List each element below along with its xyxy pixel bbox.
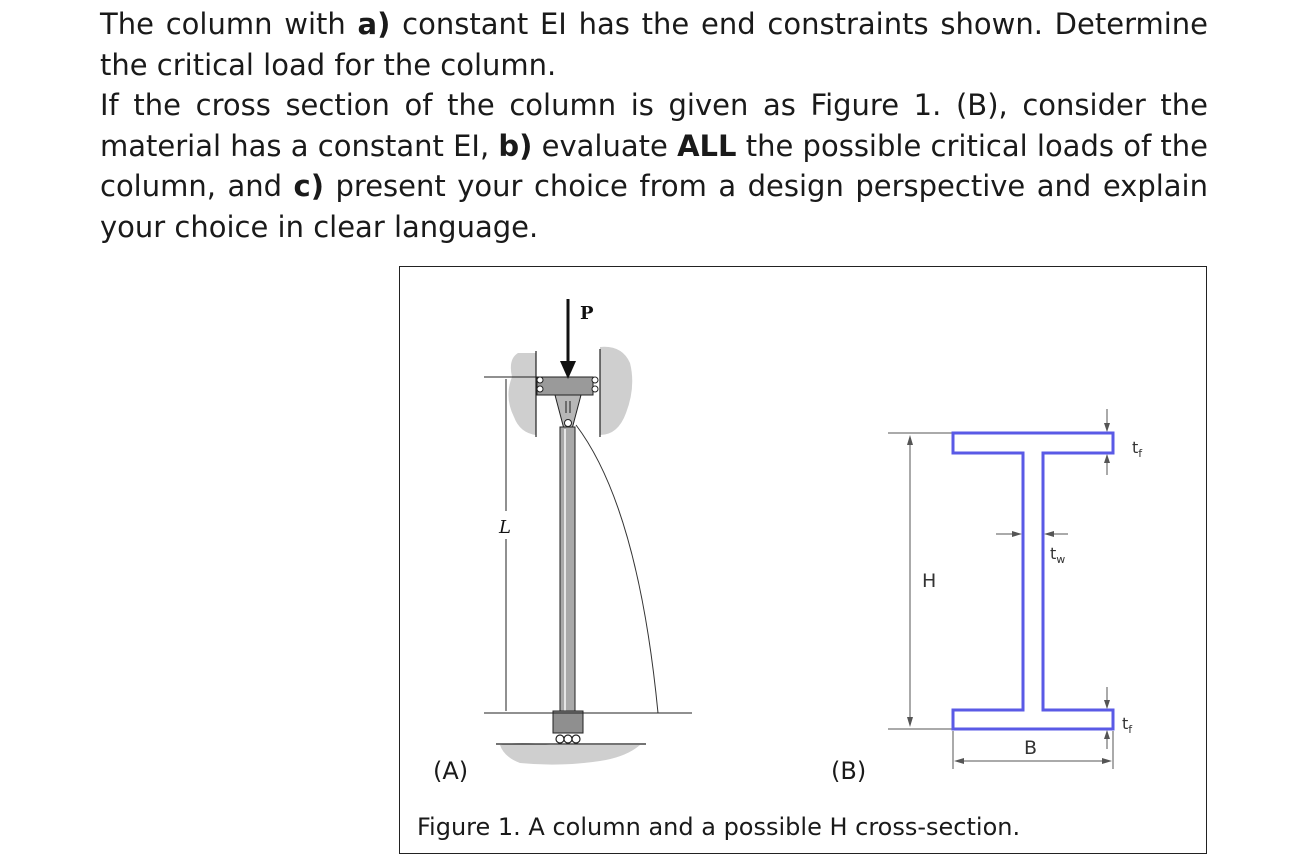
panel-label-a: (A) xyxy=(433,757,469,785)
part-b-label: b) xyxy=(498,128,533,163)
problem-paragraph-2: If the cross section of the column is gi… xyxy=(100,85,1208,247)
top-support-right xyxy=(600,346,633,435)
text-segment: present your choice from a design perspe… xyxy=(100,169,1208,244)
height-label: H xyxy=(922,570,936,592)
figure-caption: Figure 1. A column and a possible H cros… xyxy=(417,813,1021,841)
text-segment: The column with xyxy=(100,7,358,41)
problem-statement: The column with a) constant EI has the e… xyxy=(100,4,1208,247)
text-segment: evaluate xyxy=(532,128,678,163)
top-support-left xyxy=(508,353,536,435)
column-diagram: P L xyxy=(484,299,692,765)
length-label: L xyxy=(498,517,511,538)
part-a-label: a) xyxy=(357,7,391,41)
h-section-outline xyxy=(951,431,1115,731)
text-segment: If the cross section of the column is gi… xyxy=(100,88,1208,163)
buckled-shape xyxy=(575,424,659,714)
width-label: B xyxy=(1024,737,1037,759)
ground-support xyxy=(500,743,640,765)
load-label: P xyxy=(580,303,594,324)
text-segment: the possible critical loads of the colum… xyxy=(100,128,1208,204)
text-segment: constant EI has the end constraints show… xyxy=(100,7,1209,82)
panel-label-b: (B) xyxy=(831,757,867,785)
figure-1: P L xyxy=(399,266,1207,854)
part-c-label: c) xyxy=(293,169,324,203)
bottom-flange-thickness-label: tf xyxy=(1122,714,1133,736)
figure-drawing: P L xyxy=(484,299,1143,769)
emphasis-all: ALL xyxy=(677,128,737,163)
top-flange-thickness-label: tf xyxy=(1132,438,1143,460)
h-section-diagram: H tw tf tf B xyxy=(888,409,1143,769)
web-thickness-label: tw xyxy=(1050,544,1065,566)
problem-paragraph-1: The column with a) constant EI has the e… xyxy=(100,4,1208,85)
column-member xyxy=(559,426,576,714)
